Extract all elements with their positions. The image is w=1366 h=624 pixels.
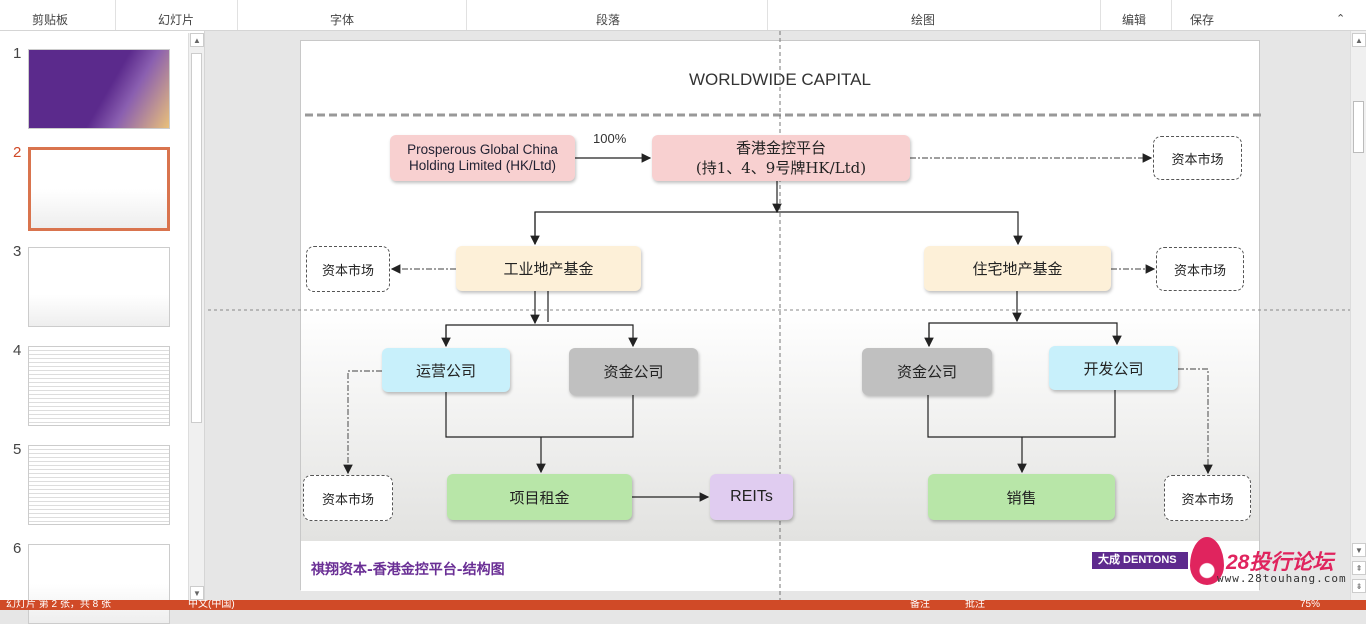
residential-fund-box[interactable]: 住宅地产基金 [924,246,1111,291]
thumb-number: 4 [13,342,22,359]
slide-info: 幻灯片 第 2 张，共 8 张 [6,600,112,610]
scroll-down-icon[interactable]: ▼ [190,586,204,600]
slide-title: WORLDWIDE CAPITAL [689,70,871,89]
capital-market-box[interactable]: 资本市场 [303,475,393,521]
slide-thumbnail-3[interactable] [28,247,170,327]
scroll-thumb[interactable] [191,53,202,423]
slide-thumbnail-5[interactable] [28,445,170,525]
operating-company-box[interactable]: 运营公司 [382,348,510,392]
dentons-logo: 大成 DENTONS [1092,552,1188,569]
thumb-number: 2 [13,144,22,161]
industrial-fund-box[interactable]: 工业地产基金 [456,246,641,291]
reits-box[interactable]: REITs [710,474,793,520]
thumb-number: 3 [13,243,22,260]
sales-box[interactable]: 销售 [928,474,1115,520]
zoom-level[interactable]: 75% [1300,600,1321,610]
project-rent-box[interactable]: 项目租金 [447,474,632,520]
watermark-text: 28投行论坛 [1226,551,1334,574]
ribbon-group-paragraph[interactable]: 段落 [596,13,621,27]
ribbon-group-editing[interactable]: 编辑 [1122,13,1147,27]
ribbon-group-clipboard[interactable]: 剪贴板 [32,13,69,27]
scroll-thumb[interactable] [1353,101,1364,153]
connector-layer [208,31,1350,600]
thumb-number: 5 [13,441,22,458]
thumb-number: 1 [13,45,22,62]
status-bar: 幻灯片 第 2 张，共 8 张 中文(中国) 备注 批注 75% [0,600,1366,610]
hk-platform-box[interactable]: 香港金控平台 (持1、4、9号牌HK/Ltd) [652,135,910,181]
capital-market-box[interactable]: 资本市场 [1164,475,1251,521]
editor-scrollbar[interactable]: ▲ ▼ ⇞ ⇟ [1350,31,1366,600]
comments-button[interactable]: 批注 [965,600,985,610]
slide-thumbnail-2[interactable] [28,147,170,231]
ribbon-group-slides[interactable]: 幻灯片 [158,13,195,27]
thumb-number: 6 [13,540,22,557]
hk-platform-title: 香港金控平台 [735,139,826,157]
development-company-box[interactable]: 开发公司 [1049,346,1178,390]
capital-market-box[interactable]: 资本市场 [1153,136,1242,180]
capital-market-box[interactable]: 资本市场 [306,246,390,292]
slide-thumbnail-panel: 1 2 3 4 5 6 ▲ ▼ [0,31,205,624]
parent-company-box[interactable]: Prosperous Global China Holding Limited … [390,135,575,181]
watermark-title: 28投行论坛 [1226,546,1333,576]
notes-button[interactable]: 备注 [910,600,930,610]
funding-company-box[interactable]: 资金公司 [569,348,698,395]
thumbnail-scrollbar[interactable]: ▲ ▼ [188,33,204,600]
ribbon-group-font[interactable]: 字体 [330,13,355,27]
ribbon: 剪贴板 幻灯片 字体 段落 绘图 编辑 保存 ⌃ [0,0,1366,31]
footer-title: 祺翔资本-香港金控平台-结构图 [311,562,505,578]
funding-company-box[interactable]: 资金公司 [862,348,992,395]
slide-thumbnail-4[interactable] [28,346,170,426]
flame-logo-icon [1190,537,1224,585]
collapse-ribbon-icon[interactable]: ⌃ [1336,13,1346,25]
hk-platform-subtitle: (持1、4、9号牌HK/Ltd) [695,159,867,177]
capital-market-box[interactable]: 资本市场 [1156,247,1244,291]
language-indicator[interactable]: 中文(中国) [188,600,235,610]
scroll-up-icon[interactable]: ▲ [190,33,204,47]
ownership-label: 100% [593,131,627,146]
ribbon-group-drawing[interactable]: 绘图 [911,13,936,27]
watermark-url: www.28touhang.com [1217,572,1347,585]
slide-thumbnail-1[interactable] [28,49,170,129]
ribbon-group-save[interactable]: 保存 [1190,13,1215,27]
